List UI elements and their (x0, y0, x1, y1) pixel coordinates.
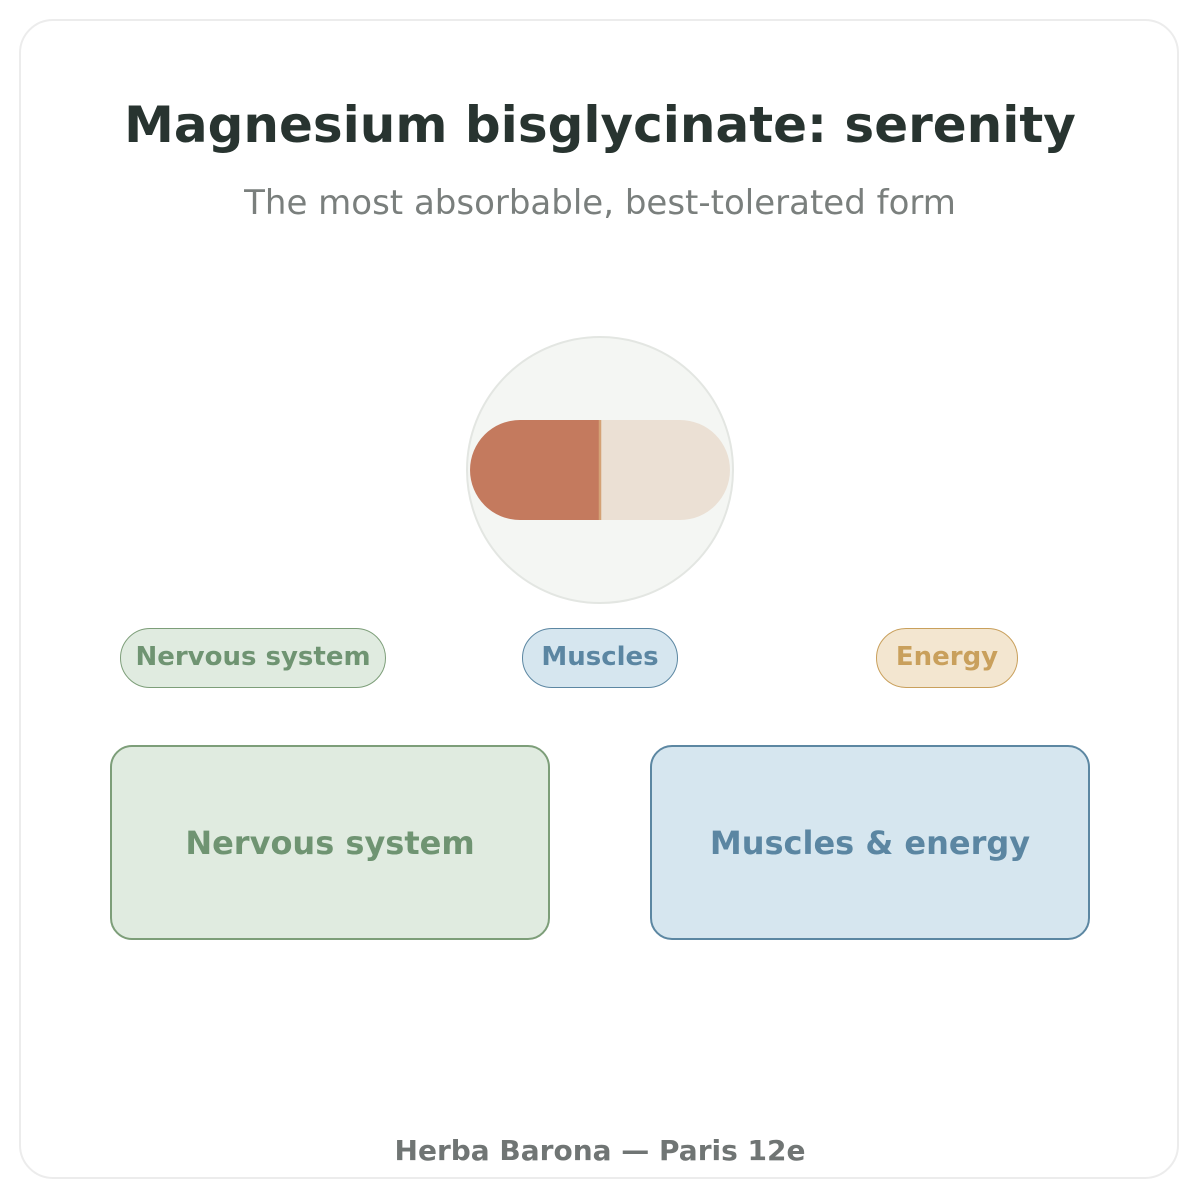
capsule-left-half (470, 420, 600, 520)
card-muscles-energy: Muscles & energy (650, 745, 1090, 940)
footer-text: Herba Barona — Paris 12e (394, 1134, 806, 1167)
page-subtitle: The most absorbable, best-tolerated form (244, 183, 956, 223)
tag-nervous-system: Nervous system (120, 628, 386, 688)
capsule-right-half (600, 420, 730, 520)
capsule-icon (466, 336, 734, 604)
card-nervous-system-label: Nervous system (185, 823, 475, 862)
capsule-illustration (465, 335, 735, 605)
card-nervous-system: Nervous system (110, 745, 550, 940)
page-title: Magnesium bisglycinate: serenity (124, 96, 1076, 154)
card-muscles-energy-label: Muscles & energy (709, 823, 1031, 862)
tag-energy: Energy (876, 628, 1018, 688)
tag-muscles: Muscles (522, 628, 678, 688)
